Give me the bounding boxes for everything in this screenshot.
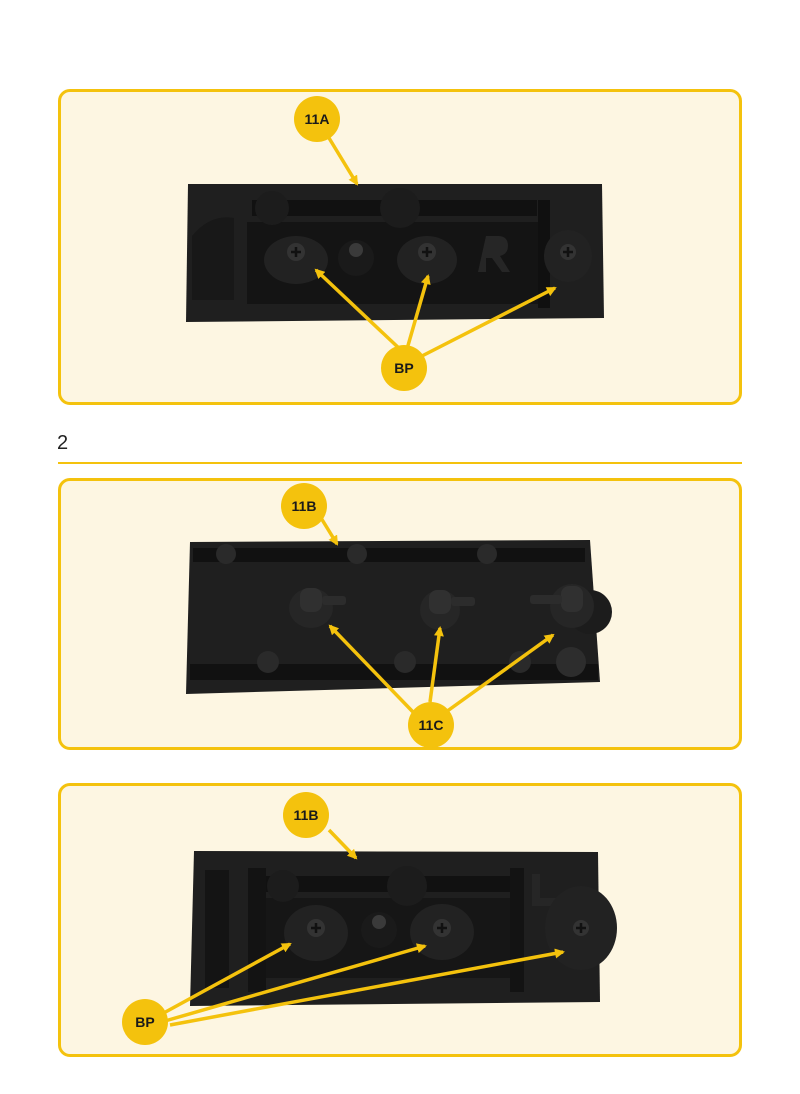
bolt-plug-bottom-3 [545,886,617,970]
round-peg [338,240,374,276]
bolt-plug-bottom-1 [284,905,348,961]
connector-pin-2 [420,590,475,630]
leader-lines-panel-middle [316,512,555,714]
bolt-plug-3 [544,230,592,282]
bolt-plug-bottom-2 [410,904,474,960]
leader-lines-panel-top [314,137,557,359]
leader-lines-panel-bottom [159,828,565,1027]
part-11b-illustration-middle [186,540,612,694]
part-11b-illustration-bottom [190,851,617,1006]
step-divider [58,462,742,464]
svg-text:11A: 11A [305,111,330,127]
svg-text:11B: 11B [294,807,319,823]
svg-text:BP: BP [135,1014,154,1030]
bolt-plug-1 [264,236,328,284]
connector-pin-3 [530,584,594,628]
round-peg-bottom [361,912,397,948]
step-number: 2 [57,432,70,454]
bolt-plug-2 [397,236,457,284]
svg-text:11C: 11C [419,717,444,733]
callout-bp-bottom: BP [122,999,168,1045]
part-11a-illustration [186,184,604,322]
callout-11b-middle: 11B [281,483,327,529]
connector-pin-1 [289,588,346,628]
callout-11b-bottom: 11B [283,792,329,838]
svg-text:11B: 11B [292,498,317,514]
callout-11a: 11A [294,96,340,142]
svg-text:BP: BP [394,360,413,376]
callout-bp-top: BP [381,345,427,391]
callout-11c: 11C [408,702,454,748]
